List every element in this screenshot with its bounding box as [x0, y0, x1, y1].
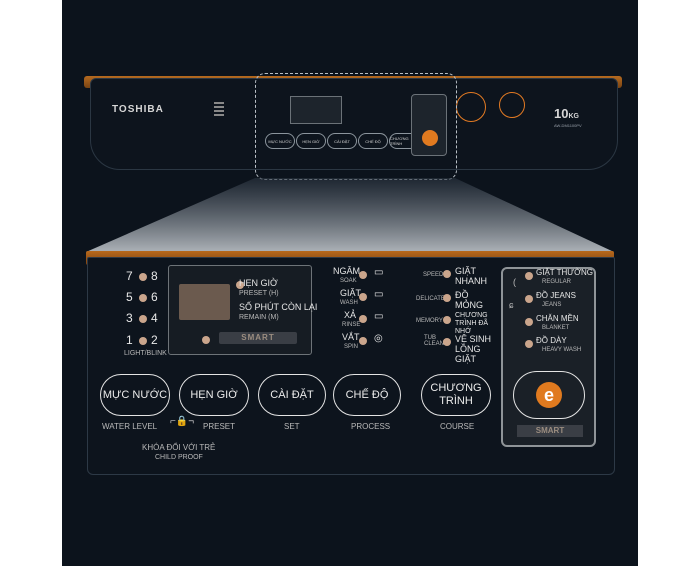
course-bracket-icon: (: [513, 277, 516, 287]
soak-icon: ▭: [374, 267, 384, 278]
wash-icon: ▭: [374, 289, 384, 300]
regular-label: GIẶT THƯỜNG: [536, 268, 593, 277]
machine-control-panel: [90, 78, 618, 170]
mini-start-pause-button[interactable]: [499, 92, 525, 118]
delicate-indicator: [443, 294, 451, 302]
delicate-label: ĐỒ MỎNG: [455, 290, 483, 310]
mini-water-level-button[interactable]: MỰC NƯỚC: [265, 133, 295, 149]
child-proof-sub-label: CHILD PROOF: [155, 454, 203, 461]
spin-indicator: [359, 337, 367, 345]
mini-start-icon[interactable]: [422, 130, 438, 146]
course-button[interactable]: CHƯƠNG TRÌNH: [421, 374, 491, 416]
regular-sub-label: REGULAR: [542, 279, 572, 285]
spin-sub-label: SPIN: [344, 344, 359, 350]
level-label: 3: [126, 311, 133, 325]
preset-sub-label: PRESET (H): [239, 290, 279, 297]
jeans-sub-label: JEANS: [542, 302, 562, 308]
level-label: 2: [151, 333, 158, 347]
product-illustration: TOSHIBA MỰC NƯỚC HẸN GIỜ CÀI ĐẶT CHẾ ĐỘ …: [62, 0, 638, 566]
heavy-wash-sub-label: HEAVY WASH: [542, 347, 582, 353]
model-number: AW-DM1100PV: [554, 123, 582, 128]
wash-label: GIẶT: [340, 288, 362, 298]
display-indicator: [202, 336, 210, 344]
wash-indicator: [359, 293, 367, 301]
preset-indicator: [236, 281, 244, 289]
preset-label: HẸN GIỜ: [239, 278, 278, 288]
soak-sub-label: SOAK: [340, 278, 357, 284]
level-label: 1: [126, 333, 133, 347]
blanket-indicator: [525, 318, 533, 326]
soak-indicator: [359, 271, 367, 279]
brand-logo: TOSHIBA: [112, 104, 164, 115]
blanket-label: CHĂN MỀN: [536, 314, 579, 323]
speed-label: GIẶT NHANH: [455, 266, 488, 286]
process-caption: PROCESS: [351, 422, 391, 431]
memory-sub-label: MEMORY: [416, 318, 443, 324]
mini-course-panel: [411, 94, 447, 156]
set-caption: SET: [284, 422, 300, 431]
level-label: 8: [151, 269, 158, 283]
wash-sub-label: WASH: [340, 300, 358, 306]
level-dot: [139, 337, 147, 345]
mini-set-button[interactable]: CÀI ĐẶT: [327, 133, 357, 149]
zoom-beam: [86, 178, 614, 252]
display-logo: SMART: [219, 332, 297, 344]
rinse-label: XẢ: [344, 310, 357, 320]
level-label: 4: [151, 311, 158, 325]
mini-display: [290, 96, 342, 124]
remain-label: SỐ PHÚT CÒN LẠI: [239, 302, 318, 312]
delicate-sub-label: DELICATE: [416, 296, 445, 302]
jeans-label: ĐỒ JEANS: [536, 291, 577, 300]
rinse-icon: ▭: [374, 311, 384, 322]
soak-label: NGÂM: [333, 266, 360, 276]
course-selector-panel: [501, 267, 596, 447]
tub-clean-indicator: [443, 338, 451, 346]
rinse-indicator: [359, 315, 367, 323]
set-button[interactable]: CÀI ĐẶT: [258, 374, 326, 416]
tub-clean-label: VỆ SINH LỒNG GIẶT: [455, 334, 492, 364]
speed-sub-label: SPEED: [423, 272, 444, 278]
child-proof-label: KHÓA ĐỔI VỚI TRẺ: [142, 443, 216, 452]
regular-indicator: [525, 272, 533, 280]
spin-label: VẮT: [342, 332, 360, 342]
memory-indicator: [443, 316, 451, 324]
memory-label: CHƯƠNG TRÌNH ĐÃ NHỚ: [455, 312, 489, 335]
level-label: 6: [151, 290, 158, 304]
digit-display: [179, 284, 230, 320]
jeans-indicator: [525, 295, 533, 303]
course-cycle-icon: ɕ: [509, 300, 514, 310]
water-level-button[interactable]: MỰC NƯỚC: [100, 374, 170, 416]
tub-clean-sub-label: TUB CLEAN: [424, 335, 445, 347]
course-logo: SMART: [517, 425, 583, 437]
child-lock-icon: ⌐🔒¬: [170, 416, 195, 427]
rinse-sub-label: RINSE: [342, 322, 361, 328]
water-level-caption: WATER LEVEL: [102, 422, 158, 431]
course-caption: COURSE: [440, 422, 475, 431]
preset-button[interactable]: HẸN GIỜ: [179, 374, 249, 416]
light-blink-caption: LIGHT/BLINK: [124, 350, 167, 357]
mini-level-indicators: [214, 100, 228, 122]
e-logo-icon: e: [536, 382, 562, 408]
level-row-7-8: 7: [126, 269, 133, 283]
speed-indicator: [443, 270, 451, 278]
start-button[interactable]: e: [513, 371, 585, 419]
remain-sub-label: REMAIN (M): [239, 314, 279, 321]
heavy-wash-indicator: [525, 340, 533, 348]
level-dot: [139, 294, 147, 302]
level-dot: [139, 273, 147, 281]
mini-process-button[interactable]: CHẾ ĐỘ: [358, 133, 388, 149]
process-button[interactable]: CHẾ ĐỘ: [333, 374, 401, 416]
mini-preset-button[interactable]: HẸN GIỜ: [296, 133, 326, 149]
spin-icon: ◎: [374, 333, 383, 344]
preset-caption: PRESET: [203, 422, 236, 431]
level-label: 5: [126, 290, 133, 304]
level-dot: [139, 315, 147, 323]
capacity-label: 10KG: [554, 106, 579, 121]
blanket-sub-label: BLANKET: [542, 325, 570, 331]
heavy-wash-label: ĐỒ DÀY: [536, 336, 567, 345]
